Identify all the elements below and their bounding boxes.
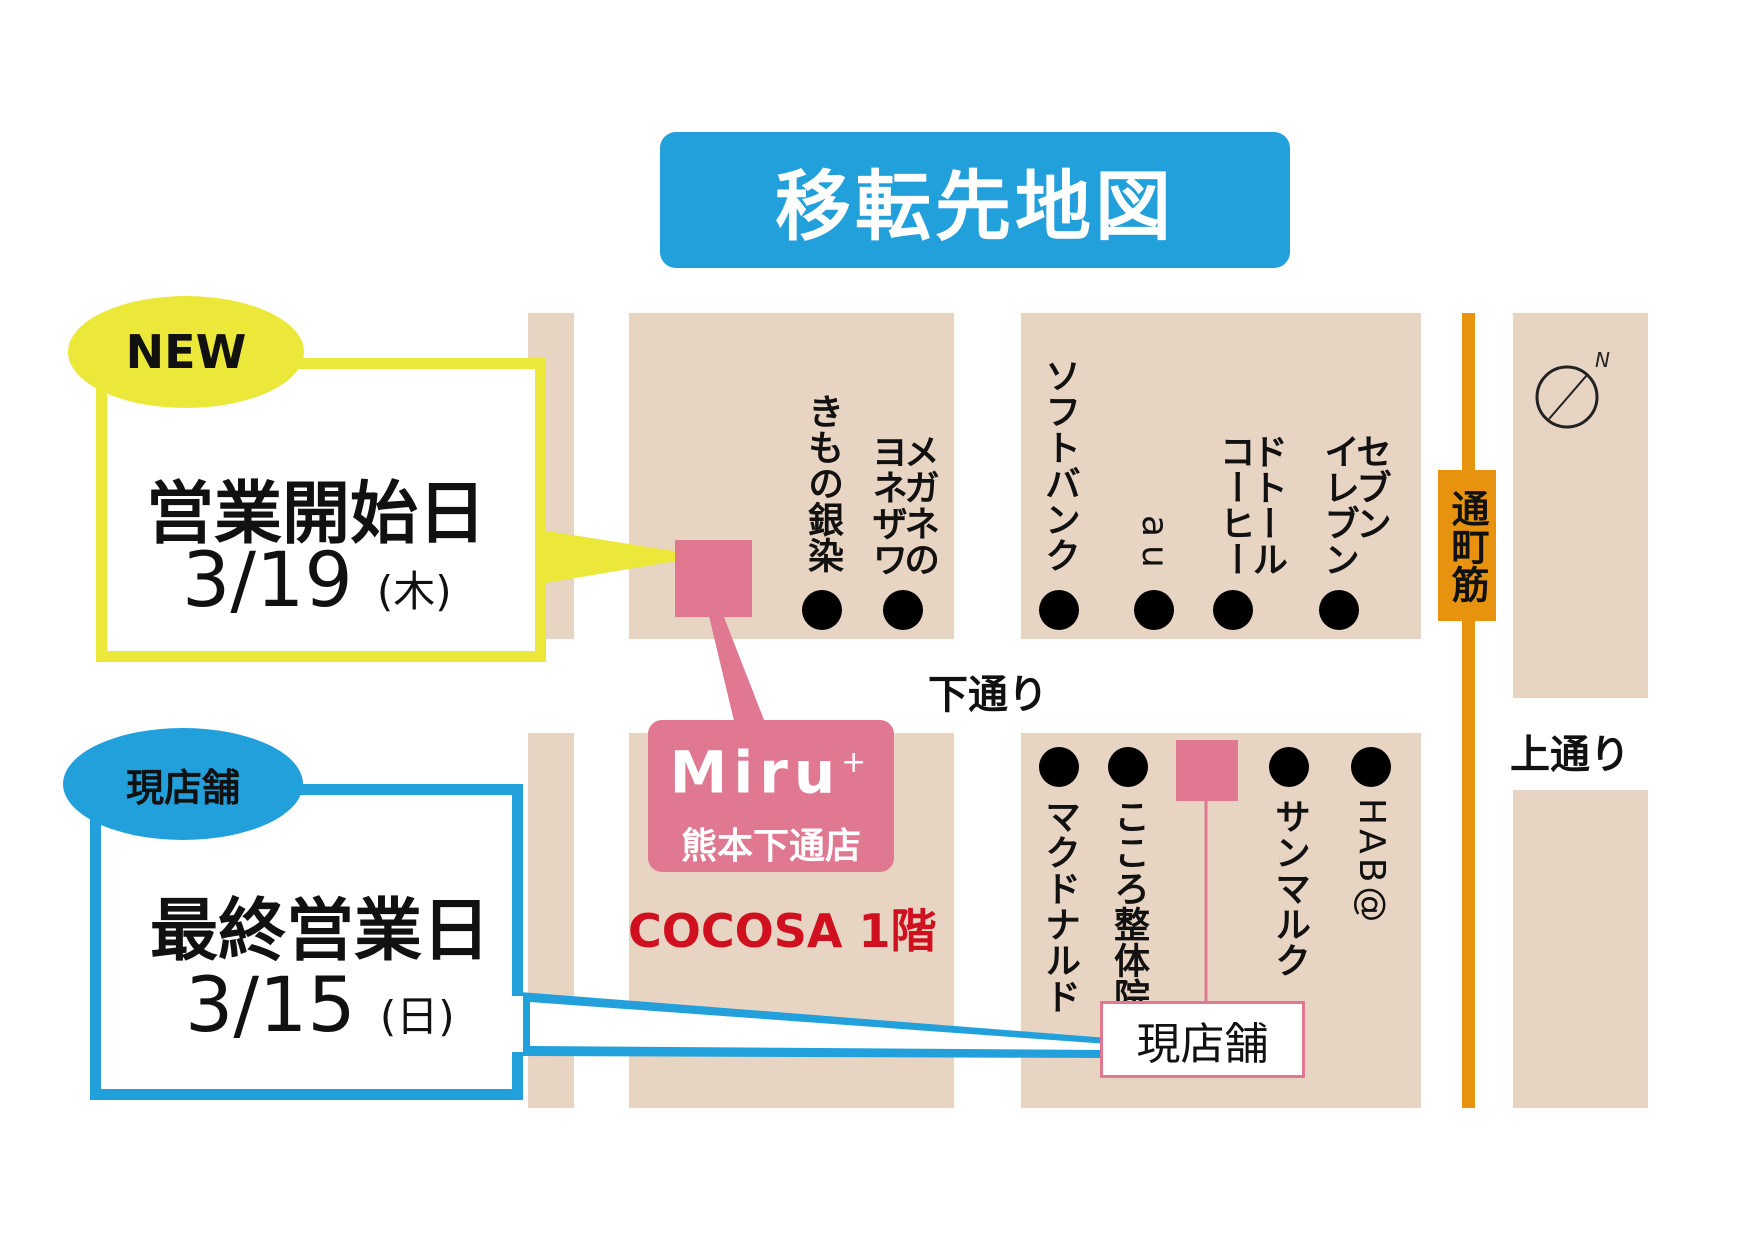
landmark-dot (1134, 590, 1174, 630)
kamitori-label: 上通り (1510, 732, 1630, 778)
landmark-hab: HAB@ (1351, 798, 1392, 927)
landmark-mcdonalds: マクドナルド (1039, 798, 1080, 1014)
landmark-dot (883, 590, 923, 630)
city-block (1513, 790, 1648, 1108)
torichosuji-label: 通町筋 (1445, 488, 1489, 603)
miru-store-name: Miru (669, 738, 842, 807)
current-store-badge: 現店舗 (63, 728, 303, 840)
landmark-kokoro-seitai: こころ整体院 (1108, 798, 1149, 1014)
shimotori-label: 下通り (928, 672, 1048, 718)
landmark-softbank: ソフトバンク (1039, 357, 1080, 573)
opening-date-value: 3/19 (182, 535, 353, 624)
miru-store-card: Miru+ 熊本下通店 (648, 720, 894, 872)
miru-branch-name: 熊本下通店 (680, 826, 861, 868)
landmark-saint-marc: サンマルク (1269, 798, 1310, 978)
opening-date-heading: 営業開始日 (146, 475, 487, 554)
landmark-dot (802, 590, 842, 630)
closing-date: 3/15 (日) (185, 960, 455, 1049)
torichosuji-label-box: 通町筋 (1438, 470, 1496, 621)
current-store-map-label: 現店舗 (1100, 1001, 1305, 1078)
landmark-doutor-1: ドトール (1246, 433, 1287, 577)
opening-weekday: (木) (376, 567, 452, 616)
callout-border (512, 1052, 523, 1089)
callout-border (512, 784, 523, 996)
landmark-dot (1108, 747, 1148, 787)
landmark-megane-1: メガネの (898, 433, 939, 577)
landmark-dot (1039, 747, 1079, 787)
landmark-dot (1269, 747, 1309, 787)
landmark-seven-2: イレブン (1318, 433, 1359, 577)
new-store-marker (675, 540, 752, 617)
landmark-dot (1213, 590, 1253, 630)
opening-date: 3/19 (木) (182, 535, 452, 624)
landmark-au: au (1134, 515, 1175, 576)
miru-pointer (708, 612, 766, 725)
closing-date-value: 3/15 (185, 960, 356, 1049)
new-badge: NEW (68, 296, 304, 408)
closing-weekday: (日) (379, 992, 455, 1041)
map-title: 移転先地図 (660, 132, 1290, 268)
new-store-pointer (540, 530, 706, 584)
closing-date-heading: 最終営業日 (150, 892, 491, 971)
miru-store-plus: + (841, 745, 873, 780)
city-block (1021, 313, 1421, 639)
current-store-marker (1176, 740, 1238, 801)
landmark-kimono-ginsen: きもの銀染 (802, 393, 843, 573)
landmark-megane-2: ヨネザワ (866, 433, 907, 577)
new-store-callout (96, 358, 546, 662)
compass-north-label: N (1595, 348, 1610, 372)
landmark-dot (1039, 590, 1079, 630)
compass-icon: N (1535, 348, 1610, 429)
landmark-dot (1351, 747, 1391, 787)
landmark-seven-1: セブン (1350, 433, 1391, 541)
landmark-dot (1319, 590, 1359, 630)
cocosa-floor-label: COCOSA 1階 (628, 904, 937, 958)
city-block (1513, 313, 1648, 698)
landmark-doutor-2: コーヒー (1214, 433, 1255, 577)
